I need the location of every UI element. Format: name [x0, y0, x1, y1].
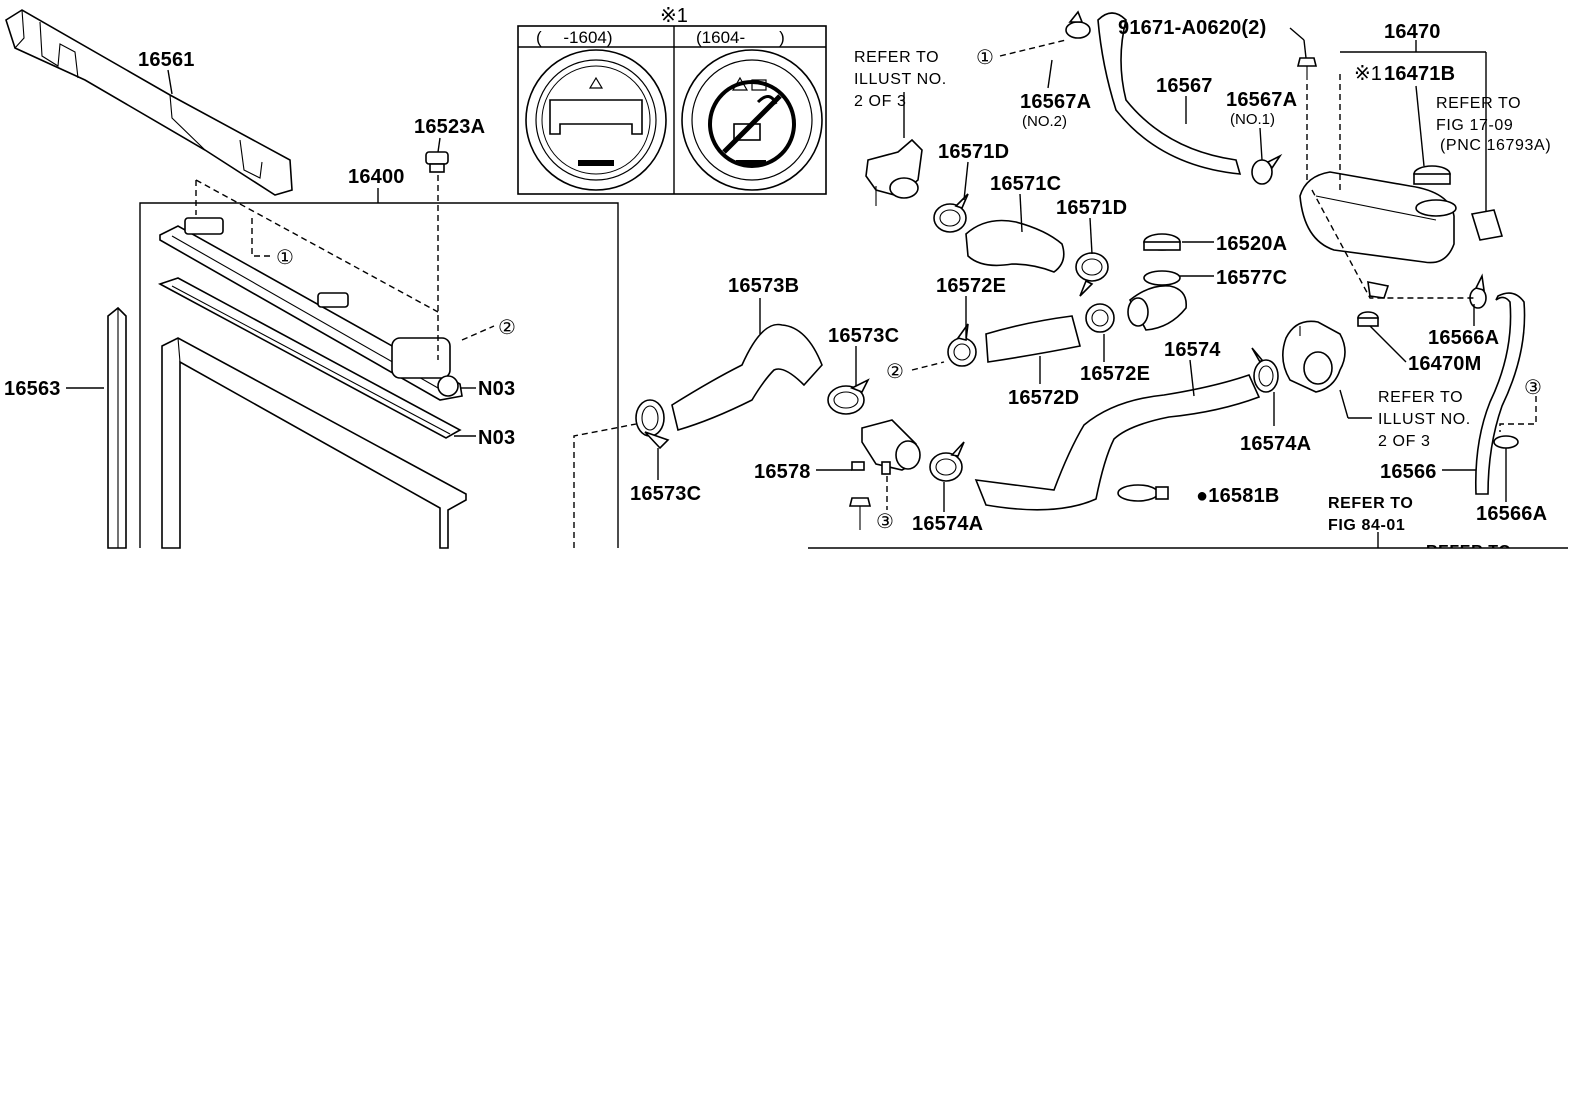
ref-fig-84-01-2: FIG 84-01: [1328, 517, 1405, 534]
label-16567: 16567: [1156, 75, 1213, 97]
label-16567A-no2: 16567A: [1020, 91, 1091, 113]
label-no2: (NO.2): [1022, 113, 1067, 130]
label-no1: (NO.1): [1230, 111, 1275, 128]
label-16573C-bottom: 16573C: [630, 483, 701, 505]
filler-neck-16577C: [1127, 270, 1187, 331]
label-16567A-no1: 16567A: [1226, 89, 1297, 111]
thermostat-housing: [1282, 320, 1346, 393]
ref-illust-top-1: REFER TO: [854, 49, 939, 66]
ref-fig-17-09-1: REFER TO: [1436, 95, 1521, 112]
label-16571D-right: 16571D: [1056, 197, 1127, 219]
clamp-16566A-top: [1469, 273, 1487, 309]
label-16581B: ●16581B: [1196, 485, 1280, 507]
dashed-leader: [461, 325, 495, 341]
label-16573B: 16573B: [728, 275, 799, 297]
clamp-16571D-left: [933, 193, 969, 233]
label-16566A-bottom: 16566A: [1476, 503, 1547, 525]
callout-2-center: ②: [886, 361, 904, 383]
label-16523A: 16523A: [414, 116, 485, 138]
clamp-16571D-right: [1075, 252, 1109, 297]
label-16520A: 16520A: [1216, 233, 1287, 255]
ref-fig-17-09-3: (PNC 16793A): [1440, 137, 1551, 154]
label-16572E-left: 16572E: [936, 275, 1006, 297]
hose-16572D: [985, 315, 1081, 363]
label-16400: 16400: [348, 166, 405, 188]
hose-16571C: [965, 219, 1065, 273]
label-16572E-right: 16572E: [1080, 363, 1150, 385]
cap-variant-after-1604: [681, 49, 823, 191]
clamp-16573C-right: [827, 378, 870, 415]
ref-cut-right: REFER TO: [1426, 543, 1511, 560]
inset-mark: ※1: [660, 5, 688, 27]
label-16572D: 16572D: [1008, 387, 1079, 409]
clamp-16567A-no2: [1065, 10, 1091, 39]
dashed-leader: [573, 423, 637, 548]
cap-16523A: [425, 151, 449, 173]
ref-illust-right-3: 2 OF 3: [1378, 433, 1431, 450]
label-n03-a: N03: [478, 378, 515, 400]
hose-16567: [1097, 12, 1242, 175]
label-16566A-top: 16566A: [1428, 327, 1499, 349]
mark-1-reservoir: ※1: [1354, 63, 1382, 85]
inset-col-left: ( -1604): [536, 28, 613, 47]
cap-16520A: [1143, 233, 1181, 251]
hose-joint-16578: [851, 419, 921, 475]
dashed-leader: [195, 179, 439, 313]
clamp-16572E-right: [1085, 303, 1115, 333]
label-91671: 91671-A0620(2): [1118, 17, 1266, 39]
clamp-16574A-left: [929, 441, 965, 482]
label-16574: 16574: [1164, 339, 1221, 361]
label-16571C: 16571C: [990, 173, 1061, 195]
water-outlet-bracket: [865, 138, 923, 206]
seal-bar-16561: [5, 9, 293, 196]
bolt-91671: [1296, 57, 1318, 80]
leader-lines: [66, 27, 1507, 548]
label-n03-b: N03: [478, 427, 515, 449]
label-16574A-left: 16574A: [912, 513, 983, 535]
dashed-leader: [251, 218, 274, 257]
label-16566: 16566: [1380, 461, 1437, 483]
label-16578: 16578: [754, 461, 811, 483]
label-16470M: 16470M: [1408, 353, 1481, 375]
side-seal-16563: [107, 306, 127, 549]
ref-fig-17-09-2: FIG 17-09: [1436, 117, 1513, 134]
label-16561: 16561: [138, 49, 195, 71]
reservoir-tank-16470: [1299, 171, 1457, 299]
clamp-16567A-no1: [1251, 153, 1283, 185]
callout-2-left: ②: [498, 317, 516, 339]
label-16563: 16563: [4, 378, 61, 400]
hose-16573B: [671, 323, 823, 432]
cap-variant-inset: [517, 25, 827, 195]
ref-fig-84-01-1: REFER TO: [1328, 495, 1413, 512]
ref-illust-top-2: ILLUST NO.: [854, 71, 947, 88]
bolt: [848, 497, 872, 530]
clamp-16566A-bottom: [1493, 435, 1519, 449]
cap-16470M: [1357, 311, 1379, 327]
clamp-16572E-left: [947, 323, 977, 367]
inset-col-right: (1604- ): [696, 28, 785, 47]
label-16471B: 16471B: [1384, 63, 1455, 85]
label-16573C-top: 16573C: [828, 325, 899, 347]
label-16574A-right: 16574A: [1240, 433, 1311, 455]
ref-illust-top-3: 2 OF 3: [854, 93, 907, 110]
hose-16566: [1474, 292, 1526, 495]
ref-illust-right-2: ILLUST NO.: [1378, 411, 1471, 428]
label-16577C: 16577C: [1216, 267, 1287, 289]
label-16571D-left: 16571D: [938, 141, 1009, 163]
radiator-assembly-16400: [139, 202, 619, 549]
label-plate-16793A: [1470, 209, 1504, 241]
clamp-16581B: [1117, 484, 1169, 502]
clamp-16573C-left: [635, 399, 670, 450]
callout-1-left: ①: [276, 247, 294, 269]
callout-3-center: ③: [876, 511, 894, 533]
cap-16471B: [1413, 165, 1451, 185]
cap-variant-before-1604: [525, 49, 667, 191]
callout-1-top: ①: [976, 47, 994, 69]
callout-3-right: ③: [1524, 377, 1542, 399]
clamp-16574A-right: [1251, 347, 1279, 393]
ref-illust-right-1: REFER TO: [1378, 389, 1463, 406]
label-16470: 16470: [1384, 21, 1441, 43]
hose-16574: [974, 374, 1261, 511]
